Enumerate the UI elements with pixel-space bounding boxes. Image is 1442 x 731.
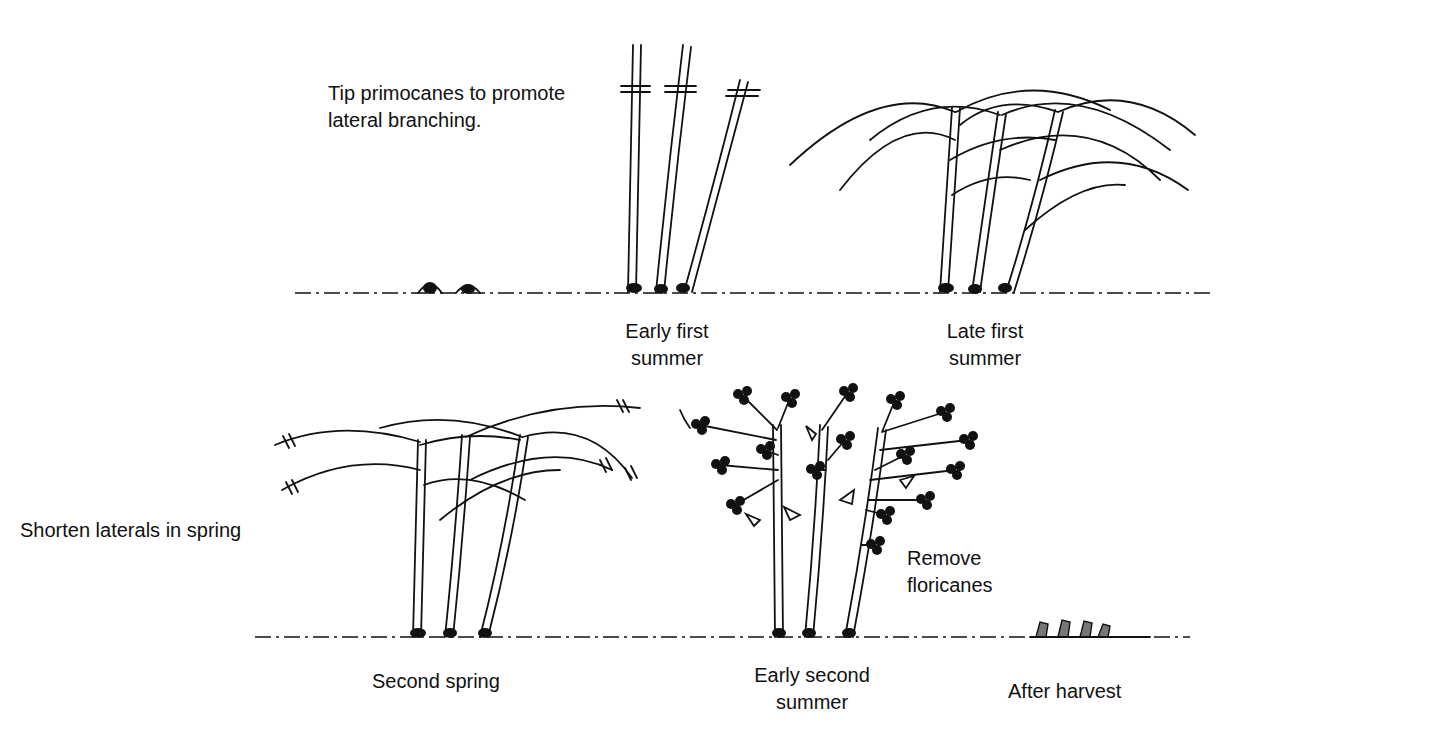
annotation-label: Shorten laterals in spring xyxy=(20,517,320,544)
lateral-branch xyxy=(790,90,1195,230)
crown xyxy=(626,283,642,293)
crown xyxy=(968,284,982,294)
fruit-cluster xyxy=(876,506,895,525)
ground-line xyxy=(1030,636,1150,638)
crown xyxy=(938,283,954,293)
annotation-label: Late first summer xyxy=(920,318,1050,372)
annotation-label: After harvest xyxy=(1008,678,1208,705)
fruit-cluster xyxy=(733,386,752,405)
fruit-cluster xyxy=(946,461,965,480)
ground-line xyxy=(255,636,1190,637)
crown xyxy=(418,285,480,294)
annotation-label: Early first summer xyxy=(602,318,732,372)
crown xyxy=(772,628,786,638)
annotation-label: Remove floricanes xyxy=(907,545,1027,599)
annotation-label: Second spring xyxy=(372,668,572,695)
crown xyxy=(802,628,816,638)
primocane xyxy=(940,108,1063,292)
shortened-lateral xyxy=(275,406,640,520)
crown xyxy=(654,284,668,294)
crown xyxy=(443,628,457,638)
fruit-cluster xyxy=(959,431,978,450)
fruit-cluster xyxy=(781,389,800,408)
annotation-label: Tip primocanes to promote lateral branch… xyxy=(328,80,608,134)
fruit-cluster xyxy=(756,441,775,460)
fruit-cluster xyxy=(806,461,825,480)
fruit-cluster xyxy=(916,491,935,510)
crown xyxy=(998,283,1012,293)
leaf xyxy=(746,426,914,526)
cut-cane-stub xyxy=(1036,620,1110,637)
fruit-cluster xyxy=(691,416,710,435)
fruit-cluster xyxy=(866,536,885,555)
fruit-cluster xyxy=(711,456,730,475)
annotation-label: Early second summer xyxy=(742,662,882,716)
fruit-cluster xyxy=(836,431,855,450)
cut-mark xyxy=(283,400,637,494)
crown xyxy=(478,628,492,638)
fruiting-branch xyxy=(700,392,968,545)
fruit-cluster xyxy=(886,391,905,410)
floricane xyxy=(413,435,528,637)
fruit-cluster xyxy=(726,496,745,515)
crown xyxy=(676,283,690,293)
floricane xyxy=(773,425,886,637)
fruit-cluster xyxy=(896,446,915,465)
tip-cut-mark xyxy=(621,86,760,96)
crown xyxy=(842,628,856,638)
fruit-cluster xyxy=(839,383,858,402)
crown xyxy=(410,628,426,638)
fruit-cluster xyxy=(936,403,955,422)
primocane xyxy=(628,45,748,292)
cut-mark xyxy=(680,410,690,428)
